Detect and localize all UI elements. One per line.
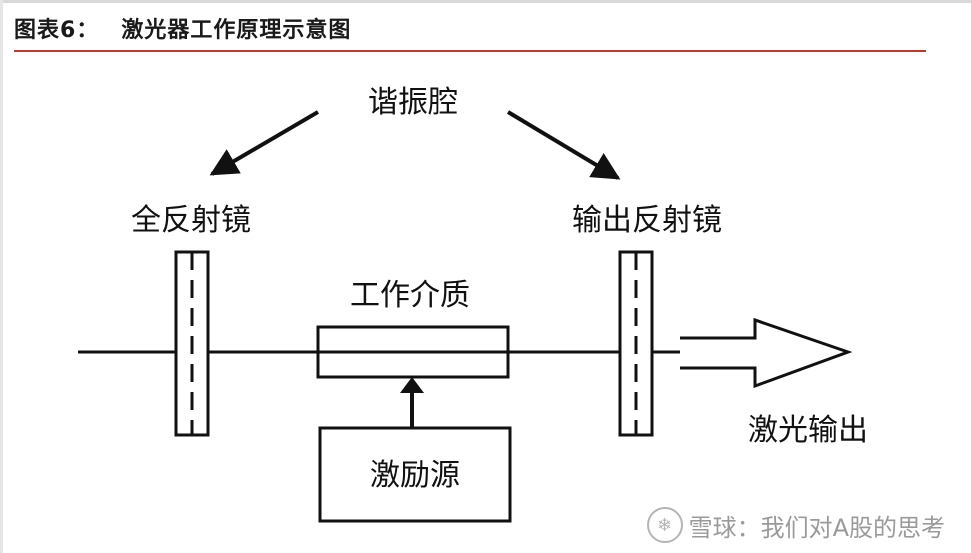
- watermark: ❄ 雪球：我们对A股的思考: [646, 507, 945, 543]
- pump-label: 激励源: [370, 458, 460, 493]
- medium-label: 工作介质: [350, 278, 470, 313]
- watermark-brand: 雪球: [688, 513, 737, 542]
- full-mirror: [174, 250, 210, 437]
- watermark-separator: ：: [736, 513, 761, 542]
- figure-title: 激光器工作原理示意图: [121, 18, 352, 43]
- pump-arrow-head: [400, 377, 424, 393]
- full-mirror-label: 全反射镜: [131, 203, 251, 238]
- frame-left-edge: [0, 0, 3, 553]
- resonator-arrow-left: [209, 110, 320, 176]
- watermark-account: 我们对A股的思考: [760, 513, 945, 542]
- frame-top-edge: [0, 0, 971, 3]
- figure-label: 图表6：: [14, 18, 100, 43]
- resonator-label: 谐振腔: [368, 85, 458, 120]
- output-label: 激光输出: [748, 413, 868, 448]
- output-mirror-label: 输出反射镜: [572, 203, 722, 238]
- header-rule: [14, 50, 926, 52]
- snowball-logo-icon: ❄: [646, 507, 683, 543]
- resonator-arrow-right: [506, 110, 621, 180]
- pump-source-box: [318, 426, 512, 523]
- figure-header: 图表6： 激光器工作原理示意图: [14, 12, 351, 44]
- output-mirror: [618, 250, 654, 437]
- output-beam-arrow: [680, 317, 853, 389]
